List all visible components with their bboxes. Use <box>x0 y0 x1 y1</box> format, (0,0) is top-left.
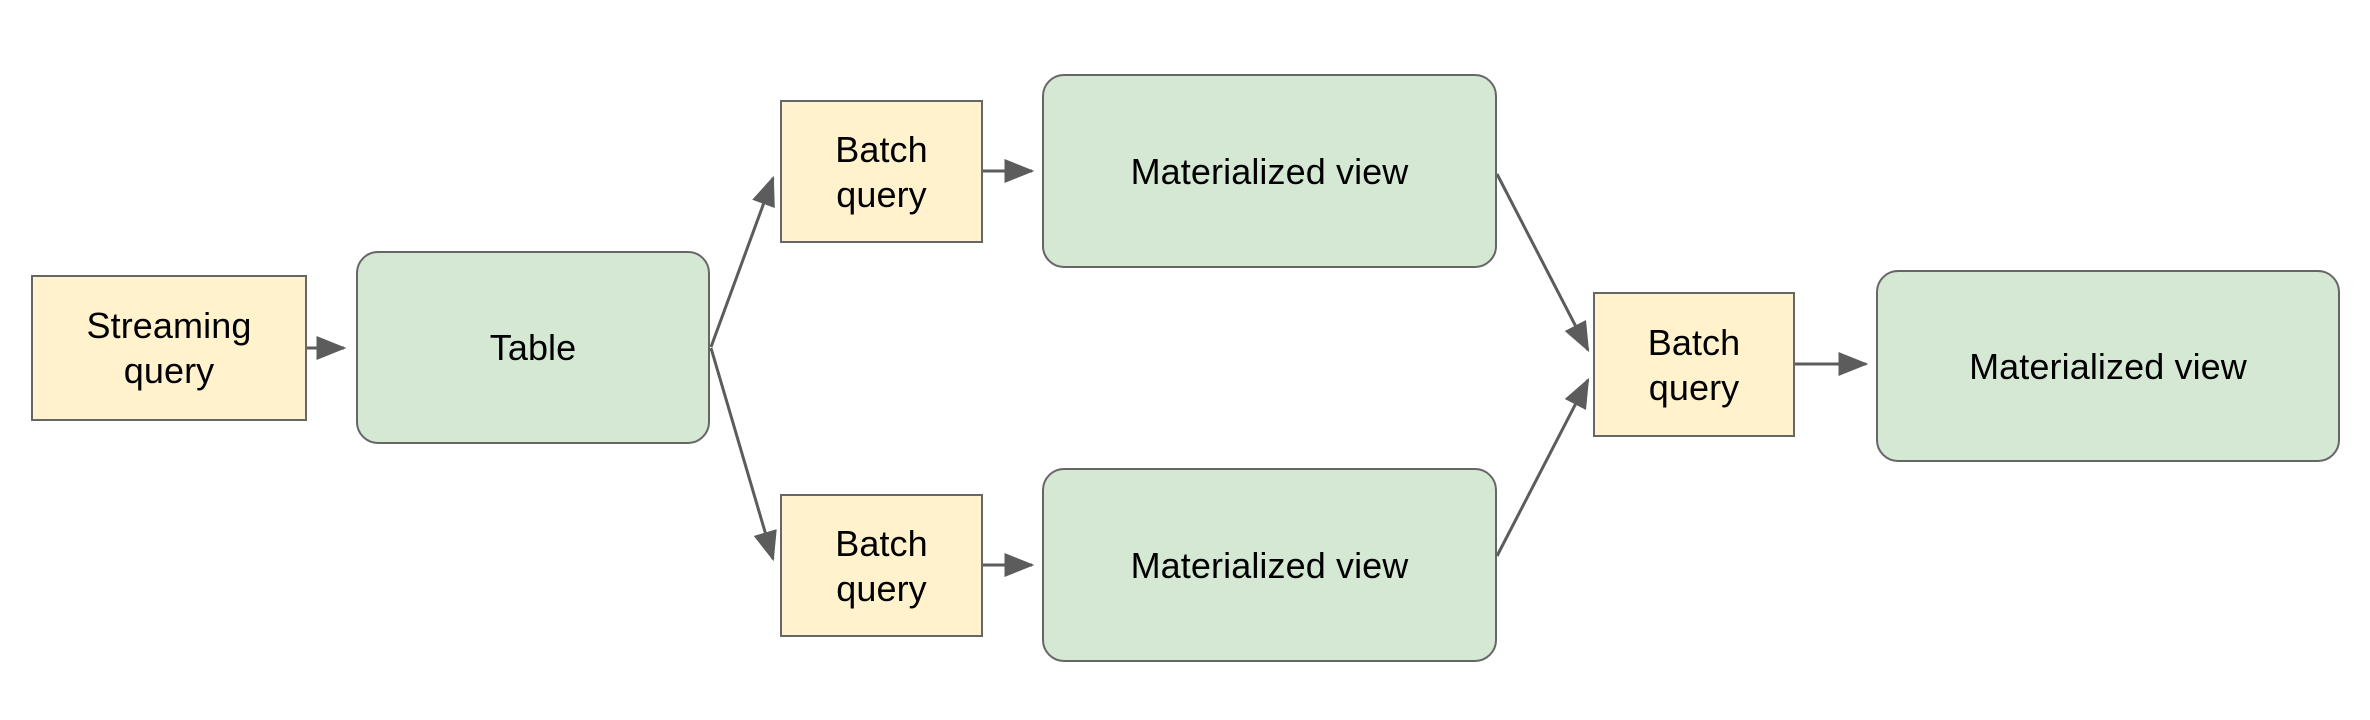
edge-table-to-batch-query-bottom <box>709 347 777 562</box>
node-batch-query-bottom[interactable]: Batch query <box>780 494 983 637</box>
node-materialized-view-final-label: Materialized view <box>1969 345 2247 387</box>
node-streaming-query-label: Streaming query <box>86 305 252 391</box>
edge-table-to-batch-query-top <box>709 175 775 348</box>
node-table-label: Table <box>489 327 577 368</box>
node-materialized-view-top-label: Materialized view <box>1130 150 1409 192</box>
node-materialized-view-bottom[interactable]: Materialized view <box>1042 468 1497 662</box>
node-materialized-view-bottom-label: Materialized view <box>1130 544 1409 586</box>
node-batch-query-bottom-label: Batch query <box>835 522 928 609</box>
node-batch-query-join-label: Batch query <box>1647 321 1741 408</box>
edge-materialized-view-bottom-to-batch-query-join <box>1495 377 1590 557</box>
node-batch-query-join[interactable]: Batch query <box>1593 292 1795 437</box>
node-batch-query-top[interactable]: Batch query <box>780 100 983 243</box>
node-materialized-view-top[interactable]: Materialized view <box>1042 74 1497 268</box>
node-batch-query-top-label: Batch query <box>835 128 928 215</box>
edge-materialized-view-top-to-batch-query-join <box>1495 173 1590 353</box>
node-materialized-view-final[interactable]: Materialized view <box>1876 270 2340 462</box>
node-table[interactable]: Table <box>356 251 710 444</box>
node-streaming-query[interactable]: Streaming query <box>31 275 307 421</box>
